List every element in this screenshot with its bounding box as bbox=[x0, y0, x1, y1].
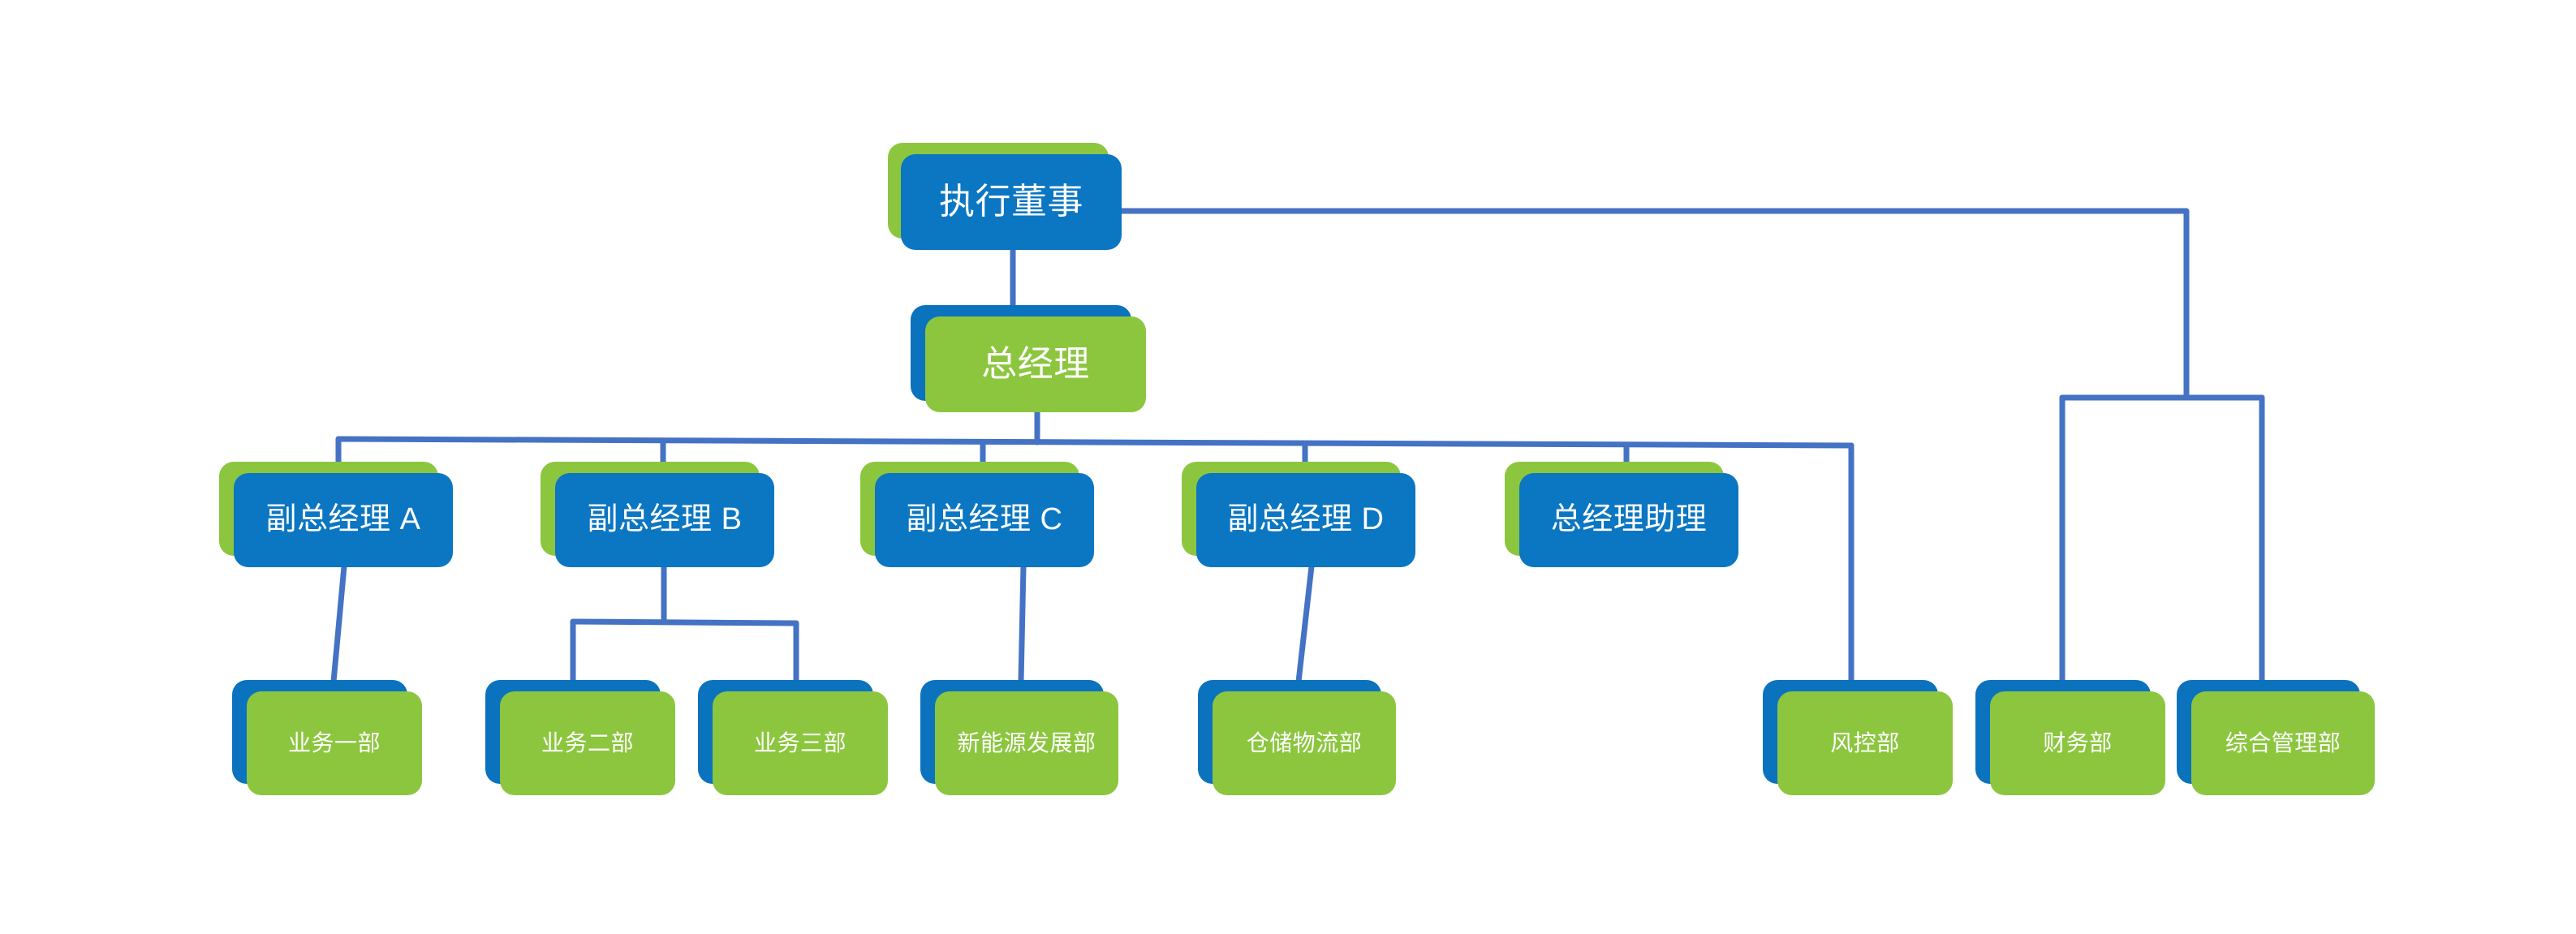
node-vgm-c-face[interactable]: 副总经理 C bbox=[875, 473, 1094, 567]
node-logistics[interactable]: 仓储物流部 bbox=[1198, 680, 1396, 795]
node-gm-asst-face[interactable]: 总经理助理 bbox=[1519, 473, 1738, 567]
node-gm-asst[interactable]: 总经理助理 bbox=[1505, 462, 1738, 567]
level3-bus bbox=[335, 436, 1854, 449]
node-logistics-face[interactable]: 仓储物流部 bbox=[1213, 691, 1396, 795]
edge-vgm-c-newenergy bbox=[1018, 563, 1027, 685]
node-biz2-face[interactable]: 业务二部 bbox=[500, 691, 675, 795]
node-biz1[interactable]: 业务一部 bbox=[232, 680, 422, 795]
node-vgm-a-face[interactable]: 副总经理 A bbox=[234, 473, 453, 567]
node-exec-face[interactable]: 执行董事 bbox=[901, 154, 1122, 250]
edge-vgm-b-bar bbox=[570, 618, 799, 626]
node-exec[interactable]: 执行董事 bbox=[888, 143, 1122, 250]
edge-vgm-a-biz1 bbox=[330, 563, 347, 685]
node-vgm-d[interactable]: 副总经理 D bbox=[1182, 462, 1415, 567]
node-vgm-b[interactable]: 副总经理 B bbox=[541, 462, 774, 567]
node-gm[interactable]: 总经理 bbox=[911, 305, 1146, 412]
node-finance[interactable]: 财务部 bbox=[1975, 680, 2165, 795]
node-finance-face[interactable]: 财务部 bbox=[1990, 691, 2165, 795]
node-vgm-c[interactable]: 副总经理 C bbox=[860, 462, 1094, 567]
node-risk-face[interactable]: 风控部 bbox=[1777, 691, 1953, 795]
node-admin-face[interactable]: 综合管理部 bbox=[2191, 691, 2375, 795]
node-biz1-face[interactable]: 业务一部 bbox=[247, 691, 422, 795]
node-biz2[interactable]: 业务二部 bbox=[485, 680, 675, 795]
node-vgm-d-face[interactable]: 副总经理 D bbox=[1196, 473, 1415, 567]
node-gm-face[interactable]: 总经理 bbox=[925, 316, 1146, 412]
node-risk[interactable]: 风控部 bbox=[1763, 680, 1953, 795]
node-admin[interactable]: 综合管理部 bbox=[2177, 680, 2375, 795]
node-biz3[interactable]: 业务三部 bbox=[698, 680, 888, 795]
node-newenergy-face[interactable]: 新能源发展部 bbox=[935, 691, 1118, 795]
node-vgm-b-face[interactable]: 副总经理 B bbox=[555, 473, 774, 567]
node-biz3-face[interactable]: 业务三部 bbox=[713, 691, 888, 795]
edge-exec-right-run bbox=[1118, 208, 2190, 401]
node-newenergy[interactable]: 新能源发展部 bbox=[920, 680, 1118, 795]
edge-vgm-d-logistics bbox=[1295, 563, 1315, 685]
node-vgm-a[interactable]: 副总经理 A bbox=[219, 462, 453, 567]
